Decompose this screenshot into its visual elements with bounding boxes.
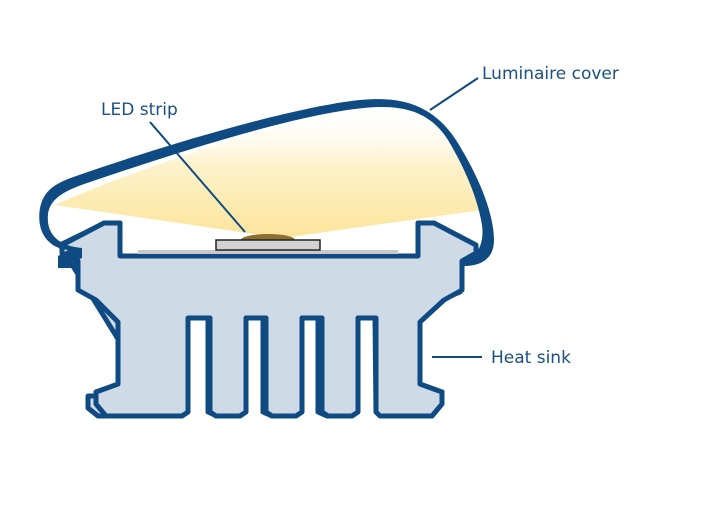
heat-sink-label: Heat sink — [491, 348, 571, 368]
led-strip-leader — [149, 121, 246, 233]
cover-left-clip — [58, 262, 76, 268]
light-beam — [55, 106, 482, 238]
luminaire-cover-label: Luminaire cover — [482, 64, 619, 84]
led-strip-label: LED strip — [101, 100, 178, 120]
pcb-board — [138, 250, 398, 254]
luminaire-cover-leader — [429, 77, 479, 111]
led-strip — [215, 239, 321, 251]
heat-sink-body — [59, 220, 479, 419]
